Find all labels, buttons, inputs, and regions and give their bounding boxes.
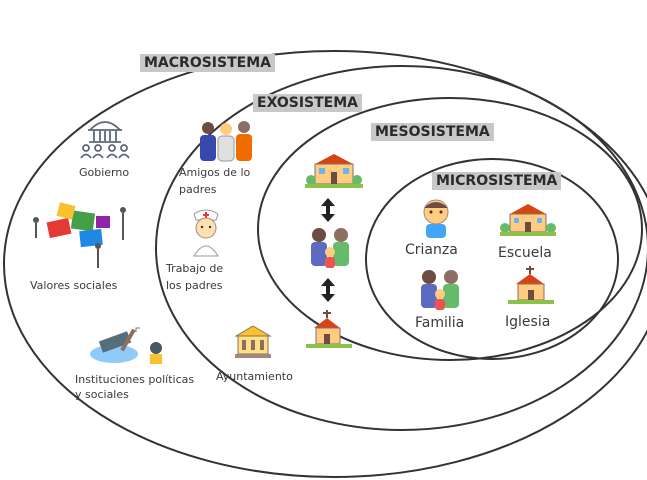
macrosistema-label: MACROSISTEMA	[140, 54, 275, 72]
meso-ring	[257, 97, 643, 361]
nurse-icon	[193, 209, 219, 257]
town-hall-icon	[234, 325, 272, 358]
institutions-icon	[90, 327, 162, 364]
macro-ring	[3, 50, 647, 478]
valores-sociales-text: Valores sociales	[30, 279, 118, 292]
up-down-arrow-icon	[321, 198, 335, 222]
crianza-text: Crianza	[405, 242, 458, 258]
micro-ring	[365, 158, 619, 360]
escuela-text: Escuela	[498, 245, 552, 261]
gobierno-text: Gobierno	[79, 166, 130, 179]
adult-friends-icon	[200, 121, 252, 162]
instituciones-text-1: Instituciones políticas	[75, 373, 195, 386]
microsistema-label: MICROSISTEMA	[432, 172, 562, 190]
familia-text: Familia	[415, 315, 465, 331]
amigos-text-2: padres	[179, 183, 217, 196]
family-icon	[311, 228, 349, 268]
church-icon	[306, 310, 352, 348]
puzzle-people-icon	[33, 202, 126, 268]
iglesia-text: Iglesia	[505, 314, 551, 330]
school-building-icon	[305, 154, 363, 188]
exo-ring	[155, 65, 647, 431]
child-icon	[423, 199, 449, 238]
amigos-text-1: Amigos de lo	[179, 166, 251, 179]
church-icon-micro	[508, 266, 554, 304]
government-building-icon	[80, 121, 130, 159]
trabajo-text-1: Trabajo de	[166, 262, 224, 275]
exosistema-label: EXOSISTEMA	[253, 94, 363, 112]
up-down-arrow-icon-2	[321, 278, 335, 302]
trabajo-text-2: los padres	[166, 279, 223, 292]
ayuntamiento-text: Ayuntamiento	[216, 370, 293, 383]
school-icon	[500, 204, 556, 236]
mesosistema-label: MESOSISTEMA	[371, 123, 494, 141]
instituciones-text-2: y sociales	[75, 388, 129, 401]
family-icon-micro	[421, 270, 459, 310]
